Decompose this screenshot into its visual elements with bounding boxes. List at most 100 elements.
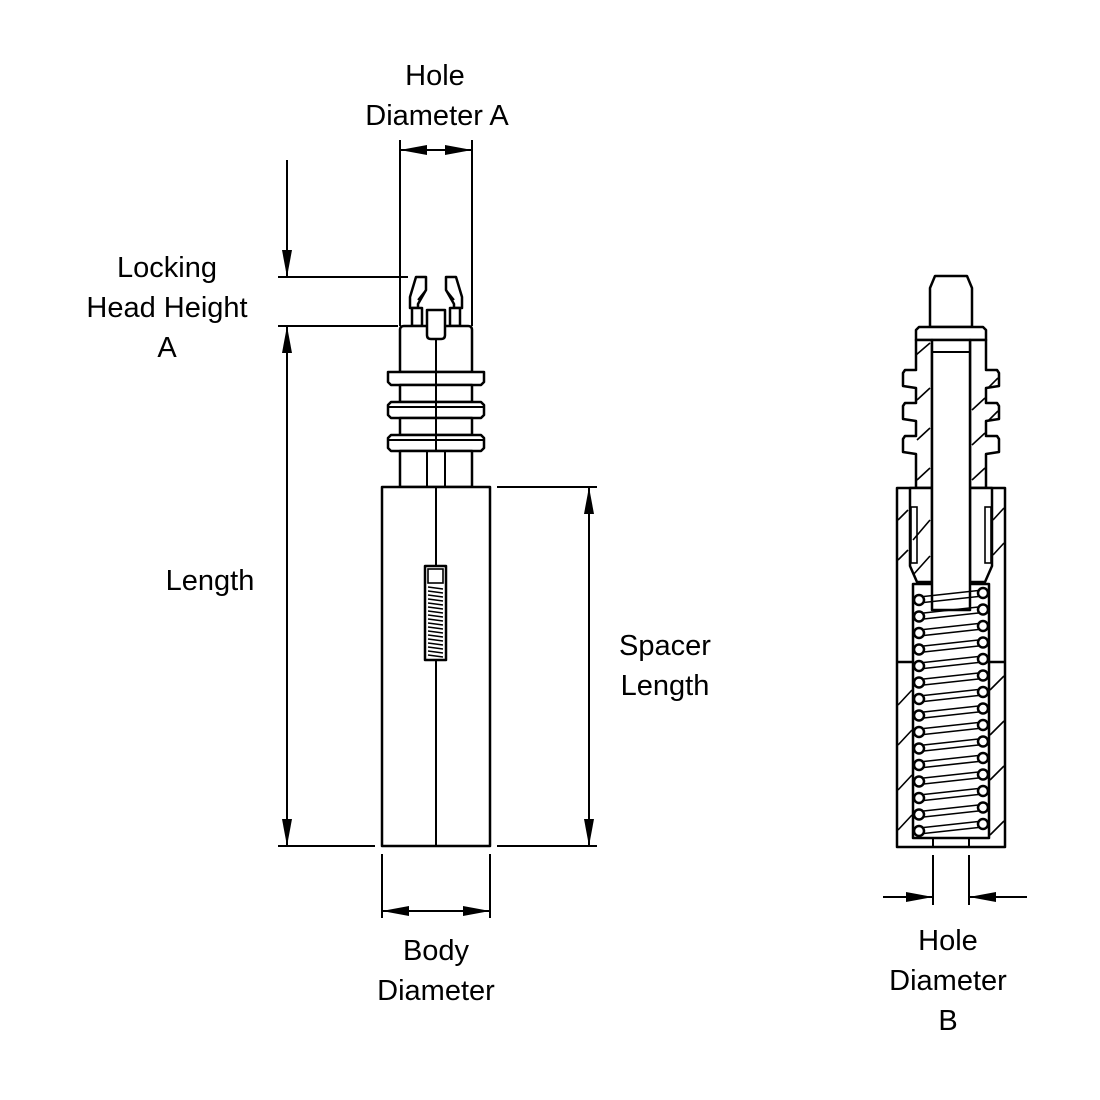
spring-coil bbox=[427, 586, 444, 590]
center-pin bbox=[425, 308, 447, 341]
spring-wire bbox=[918, 710, 984, 720]
spring-coil-right bbox=[976, 619, 990, 633]
section-hatching bbox=[897, 342, 1005, 836]
arrowhead bbox=[282, 326, 292, 353]
spring-coil-left bbox=[912, 791, 926, 805]
spring-coils bbox=[427, 586, 444, 658]
arrowhead bbox=[584, 819, 594, 846]
arrowhead bbox=[584, 487, 594, 514]
spring-wire bbox=[918, 787, 984, 796]
spring-coil-left bbox=[912, 626, 926, 640]
spring-coil-right bbox=[976, 751, 990, 765]
spring-coil-left bbox=[912, 775, 926, 788]
spring-coil-left bbox=[912, 643, 926, 656]
side-view bbox=[380, 275, 492, 848]
hatch-line bbox=[971, 467, 986, 481]
label-line: Locking bbox=[117, 252, 217, 284]
ribbed-stem-left bbox=[901, 338, 934, 490]
spring-coil bbox=[427, 646, 444, 650]
label-line: Body bbox=[403, 935, 470, 967]
dimension-locking-head-height bbox=[278, 160, 408, 327]
arrowhead bbox=[400, 145, 427, 155]
spring-coil bbox=[427, 594, 444, 598]
label-hole-diameter-a: Hole Diameter A bbox=[365, 60, 509, 132]
spring-wire bbox=[918, 644, 984, 654]
label-line: Hole bbox=[405, 60, 465, 92]
hatch-line bbox=[897, 549, 909, 561]
dimension-hole-diameter-a bbox=[399, 140, 473, 326]
cross-section-view bbox=[895, 274, 1007, 849]
arrowhead bbox=[906, 892, 933, 902]
hatch-line bbox=[897, 774, 913, 791]
spring-wire bbox=[918, 677, 984, 687]
spring-wire bbox=[918, 743, 984, 753]
hatch-line bbox=[987, 377, 999, 389]
spring-wire bbox=[918, 661, 984, 670]
spring-wire bbox=[918, 622, 984, 631]
hatch-line bbox=[989, 765, 1005, 781]
spring-coil-left bbox=[912, 709, 926, 722]
hatch-line bbox=[897, 689, 913, 706]
spring-coil-left bbox=[912, 676, 926, 689]
label-line: Hole bbox=[918, 925, 978, 957]
label-spacer-length: Spacer Length bbox=[619, 630, 711, 702]
spring-window bbox=[423, 564, 448, 662]
spring-coil-right bbox=[976, 685, 990, 699]
spring-wire bbox=[918, 638, 984, 648]
spring-wire bbox=[918, 770, 984, 780]
spring-coils bbox=[912, 586, 990, 838]
spring-wire bbox=[918, 760, 984, 769]
spring-coil bbox=[427, 590, 444, 594]
spring-wire bbox=[918, 595, 984, 604]
dimension-hole-diameter-b bbox=[883, 855, 1027, 905]
spring-wire bbox=[918, 721, 984, 730]
label-line: Length bbox=[166, 565, 255, 597]
spring-wire bbox=[918, 776, 984, 786]
hatch-line bbox=[989, 720, 1005, 736]
label-locking-head-height-a: Locking Head Height A bbox=[86, 252, 247, 364]
spring-wire bbox=[918, 754, 984, 763]
spring-coil bbox=[427, 598, 444, 602]
spring-wire bbox=[918, 605, 984, 615]
spring-coil-left bbox=[912, 742, 926, 755]
spring-coil-right bbox=[976, 784, 990, 798]
hatch-line bbox=[916, 427, 931, 441]
hatch-line bbox=[992, 507, 1005, 521]
hatch-line bbox=[912, 519, 931, 541]
spring-coil bbox=[427, 638, 444, 642]
label-length: Length bbox=[166, 565, 255, 597]
hatch-line bbox=[971, 397, 986, 411]
spring-coil-left bbox=[912, 824, 926, 838]
spring-coil bbox=[427, 606, 444, 610]
spring-coil bbox=[427, 602, 444, 606]
hatch-line bbox=[989, 675, 1005, 691]
arrowhead bbox=[282, 819, 292, 846]
spring-wire bbox=[918, 628, 984, 637]
arrowhead bbox=[969, 892, 996, 902]
spring-coil-right bbox=[976, 768, 990, 781]
shank bbox=[398, 449, 474, 489]
label-line: Diameter A bbox=[365, 100, 509, 132]
spring-wire bbox=[918, 820, 984, 829]
spring-coil-right bbox=[976, 735, 990, 748]
spring-coil-left bbox=[912, 593, 926, 607]
spring-wire bbox=[918, 704, 984, 714]
label-line: Spacer bbox=[619, 630, 711, 662]
spring-coil-left bbox=[912, 808, 926, 821]
label-line: Length bbox=[621, 670, 710, 702]
latch-right bbox=[968, 486, 994, 584]
spring-wire bbox=[918, 809, 984, 819]
spring-wire bbox=[918, 737, 984, 747]
spring-coil-right bbox=[976, 718, 990, 732]
spring-coil bbox=[427, 622, 444, 626]
spring-coil-right bbox=[976, 702, 990, 715]
spring-wire bbox=[918, 688, 984, 697]
arrowhead bbox=[445, 145, 472, 155]
label-line: Diameter bbox=[889, 965, 1007, 997]
hatch-line bbox=[916, 387, 931, 401]
spring-coil bbox=[427, 614, 444, 618]
hatch-line bbox=[987, 410, 999, 422]
spring-coil-right bbox=[976, 603, 990, 616]
spring-coil-right bbox=[976, 586, 990, 600]
spring-coil bbox=[427, 654, 444, 658]
